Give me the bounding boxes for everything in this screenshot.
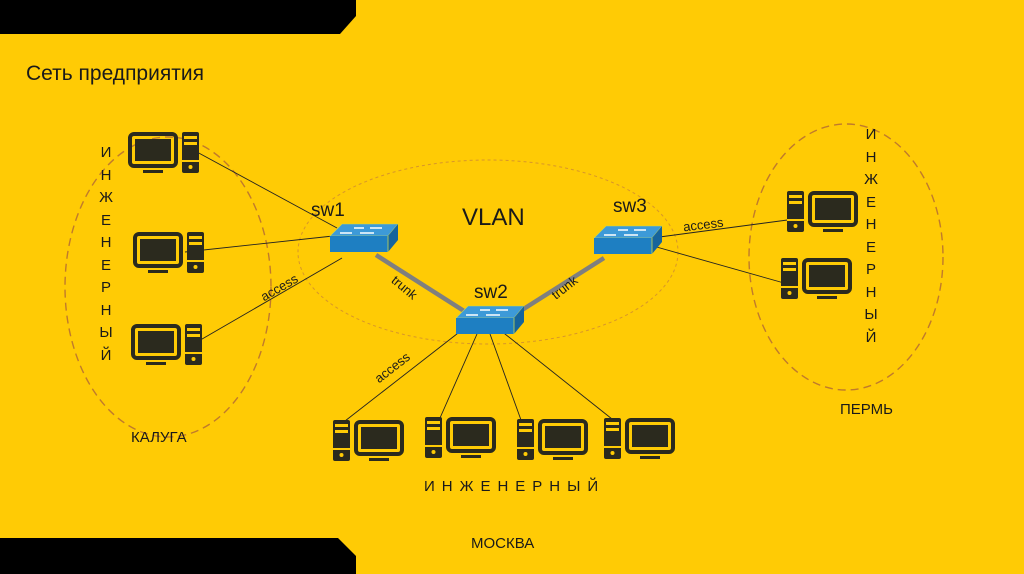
department-letter: Ы: [99, 324, 113, 341]
site-label-moskva: МОСКВА: [471, 535, 535, 552]
department-letter: Е: [100, 211, 111, 229]
desktop-computer-icon[interactable]: [423, 415, 496, 460]
desktop-computer-icon[interactable]: [785, 189, 858, 234]
department-letter: Й: [865, 328, 877, 346]
switch-label-sw1: sw1: [311, 200, 345, 221]
access-link: [344, 329, 463, 422]
access-link: [651, 218, 796, 239]
access-link: [652, 245, 785, 284]
department-letter: Ж: [864, 171, 878, 188]
site-label-perm: ПЕРМЬ: [840, 401, 893, 418]
switch-label-sw2: sw2: [474, 282, 508, 303]
trunk-link-sw2-sw3: [520, 256, 606, 312]
desktop-computer-icon[interactable]: [515, 417, 588, 462]
slide-title: Сеть предприятия: [26, 62, 204, 85]
access-link: [183, 144, 338, 229]
desktop-computer-icon[interactable]: [602, 416, 675, 461]
vlan-label: VLAN: [462, 204, 525, 231]
department-letter: Р: [865, 261, 876, 278]
moskva-department-label: ИНЖЕНЕРНЫЙ: [424, 478, 606, 495]
department-letter: Е: [100, 256, 111, 274]
department-letter: Е: [865, 238, 876, 256]
access-link: [184, 235, 334, 253]
department-letter: Н: [100, 166, 112, 184]
network-switch-icon-sw2[interactable]: [455, 305, 525, 335]
trunk-link-sw1-sw2: [374, 253, 477, 320]
access-link: [439, 333, 478, 419]
perm-group-ellipse: [748, 123, 944, 391]
department-letter: Й: [100, 346, 112, 364]
network-switch-icon-sw1[interactable]: [329, 223, 399, 253]
department-letter: Н: [100, 234, 112, 251]
department-letter: И: [865, 126, 877, 143]
site-label-kaluga: КАЛУГА: [131, 429, 187, 446]
department-letter: Ж: [99, 189, 113, 206]
department-letter: Н: [865, 216, 877, 233]
desktop-computer-icon[interactable]: [131, 322, 204, 367]
department-letter: Н: [865, 148, 877, 166]
kaluga-group-ellipse: [64, 136, 272, 438]
access-link: [499, 329, 613, 420]
desktop-computer-icon[interactable]: [128, 130, 201, 175]
top-black-bar: [0, 0, 356, 34]
department-letter: Р: [100, 279, 111, 296]
desktop-computer-icon[interactable]: [331, 418, 404, 463]
switch-label-sw3: sw3: [613, 196, 647, 217]
department-letter: Н: [865, 283, 877, 301]
bottom-black-bar: [0, 538, 356, 574]
department-letter: И: [100, 144, 112, 161]
department-letter: Н: [100, 301, 112, 319]
department-letter: Е: [865, 193, 876, 211]
network-switch-icon-sw3[interactable]: [593, 225, 663, 255]
department-letter: Ы: [864, 306, 878, 323]
access-link: [189, 257, 343, 347]
access-link: [489, 333, 522, 421]
vlan-ellipse: [297, 159, 679, 345]
desktop-computer-icon[interactable]: [133, 230, 206, 275]
desktop-computer-icon[interactable]: [779, 256, 852, 301]
